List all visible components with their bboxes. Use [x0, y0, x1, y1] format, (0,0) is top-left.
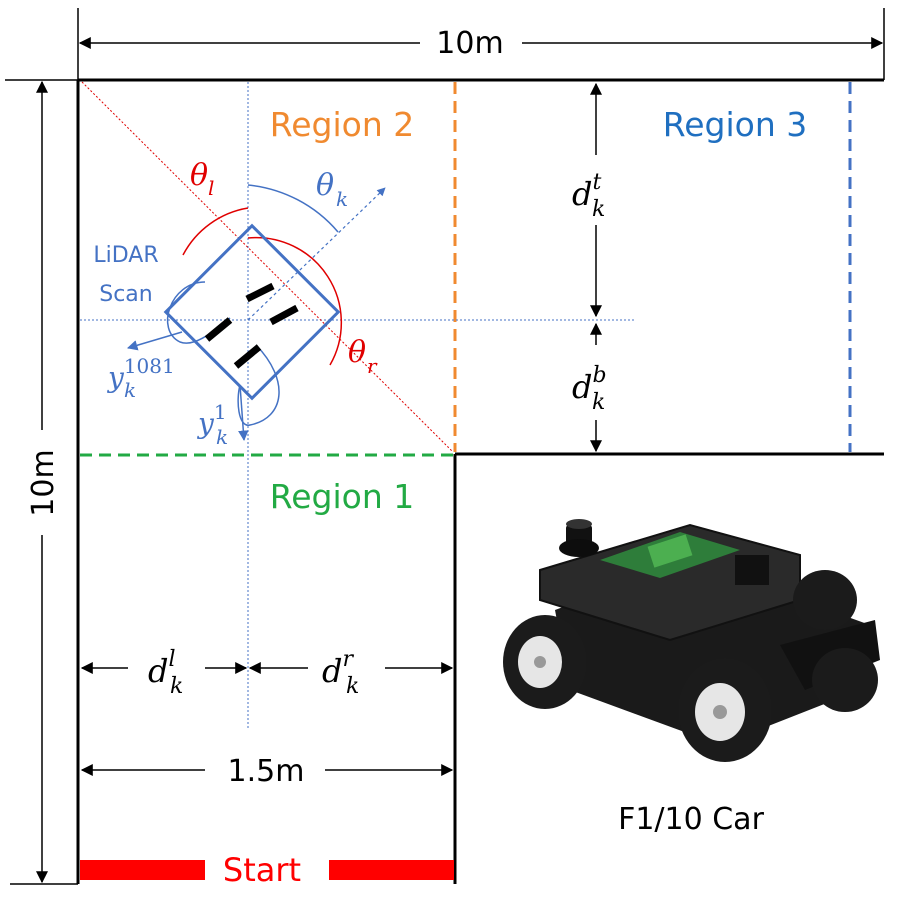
lidar-label-line1: LiDAR	[93, 243, 158, 268]
vehicle-body	[163, 223, 341, 401]
theta-r-base: θ	[348, 335, 366, 370]
d-bottom-sub: k	[592, 390, 605, 415]
left-dimension: 10m	[26, 80, 61, 884]
width-dimension-label: 1.5m	[228, 754, 305, 789]
d-bottom-label: db	[572, 363, 607, 406]
theta-k-arc	[247, 184, 339, 233]
last-beam-sub: k	[124, 378, 136, 402]
region1-label: Region 1	[270, 477, 414, 516]
lidar-label-line2: Scan	[99, 282, 153, 307]
d-top-sub: k	[592, 197, 605, 222]
car-caption: F1/10 Car	[618, 802, 764, 837]
d-top-label: dt	[572, 170, 601, 213]
car-wheel-front-right	[793, 570, 857, 630]
d-left-label: dl	[148, 647, 176, 690]
heading-arrow	[247, 187, 386, 321]
last-beam-arrow	[126, 331, 183, 351]
car-wheel-front-left	[503, 615, 587, 709]
theta-k-base: θ	[316, 168, 334, 203]
theta-r-arc	[247, 236, 343, 366]
first-beam-arrow	[238, 384, 249, 442]
left-dimension-label: 10m	[26, 449, 61, 516]
theta-r-sub: r	[367, 354, 378, 378]
car-wheel-rear-right	[812, 648, 878, 712]
vehicle-wheels	[204, 282, 299, 369]
region3-label: Region 3	[663, 105, 807, 144]
top-dimension: 10m	[78, 26, 884, 61]
theta-l-arc	[182, 207, 249, 256]
car-wheel-rear-left	[678, 658, 772, 762]
d-left-sub: k	[170, 674, 183, 699]
track-walls	[76, 78, 884, 884]
theta-l-sub: l	[208, 176, 214, 200]
f1tenth-car-image	[503, 519, 880, 762]
diagonal-line	[81, 81, 454, 453]
theta-l-base: θ	[190, 158, 208, 193]
start-bar-right	[329, 860, 454, 880]
last-beam-label: y1081	[106, 354, 175, 394]
d-right-label: dr	[322, 647, 354, 690]
theta-k-sub: k	[336, 187, 348, 211]
first-beam-label: y1	[196, 400, 227, 440]
extension-lines	[5, 8, 885, 885]
first-beam-sub: k	[216, 425, 228, 449]
top-dimension-label: 10m	[436, 26, 503, 61]
start-bar-left	[80, 860, 205, 880]
region2-label: Region 2	[270, 105, 414, 144]
d-right-sub: k	[346, 674, 359, 699]
start-label: Start	[223, 851, 301, 889]
